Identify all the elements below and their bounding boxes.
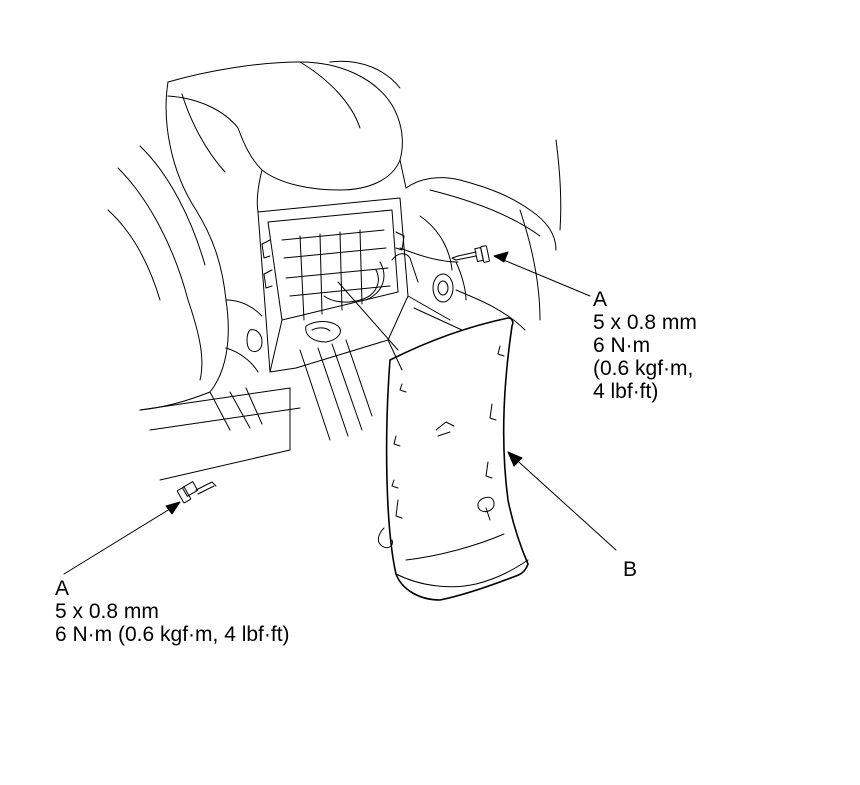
leader-a-right [493,251,591,297]
callout-letter: A [593,288,608,311]
left-seat [107,81,263,411]
rear-panel-b [385,317,529,601]
torque-value: 4 lbf·ft) [593,380,659,403]
callout-letter: A [55,577,70,600]
bolt-size: 5 x 0.8 mm [593,311,697,334]
panel-b-details [377,345,529,588]
floor-rails [299,295,463,441]
right-seat [399,139,562,331]
callout-letter: B [623,558,638,581]
torque-value: 6 N·m (0.6 kgf·m, 4 lbf·ft) [55,623,290,646]
callout-b: B [623,558,637,581]
console-armrest [167,60,407,213]
torque-value: 6 N·m [593,334,651,357]
leader-b [507,451,617,551]
torque-value: (0.6 kgf·m, [593,357,694,380]
floor-lines [139,387,301,481]
leader-panel-console [337,281,399,351]
bolt-size: 5 x 0.8 mm [55,600,159,623]
bolt-icon [176,481,217,504]
leader-a-left [63,501,181,575]
callout-a-right: A 5 x 0.8 mm 6 N·m (0.6 kgf·m, 4 lbf·ft) [593,288,697,403]
bolt-icon [451,245,490,263]
callout-a-left: A 5 x 0.8 mm 6 N·m (0.6 kgf·m, 4 lbf·ft) [55,577,290,646]
